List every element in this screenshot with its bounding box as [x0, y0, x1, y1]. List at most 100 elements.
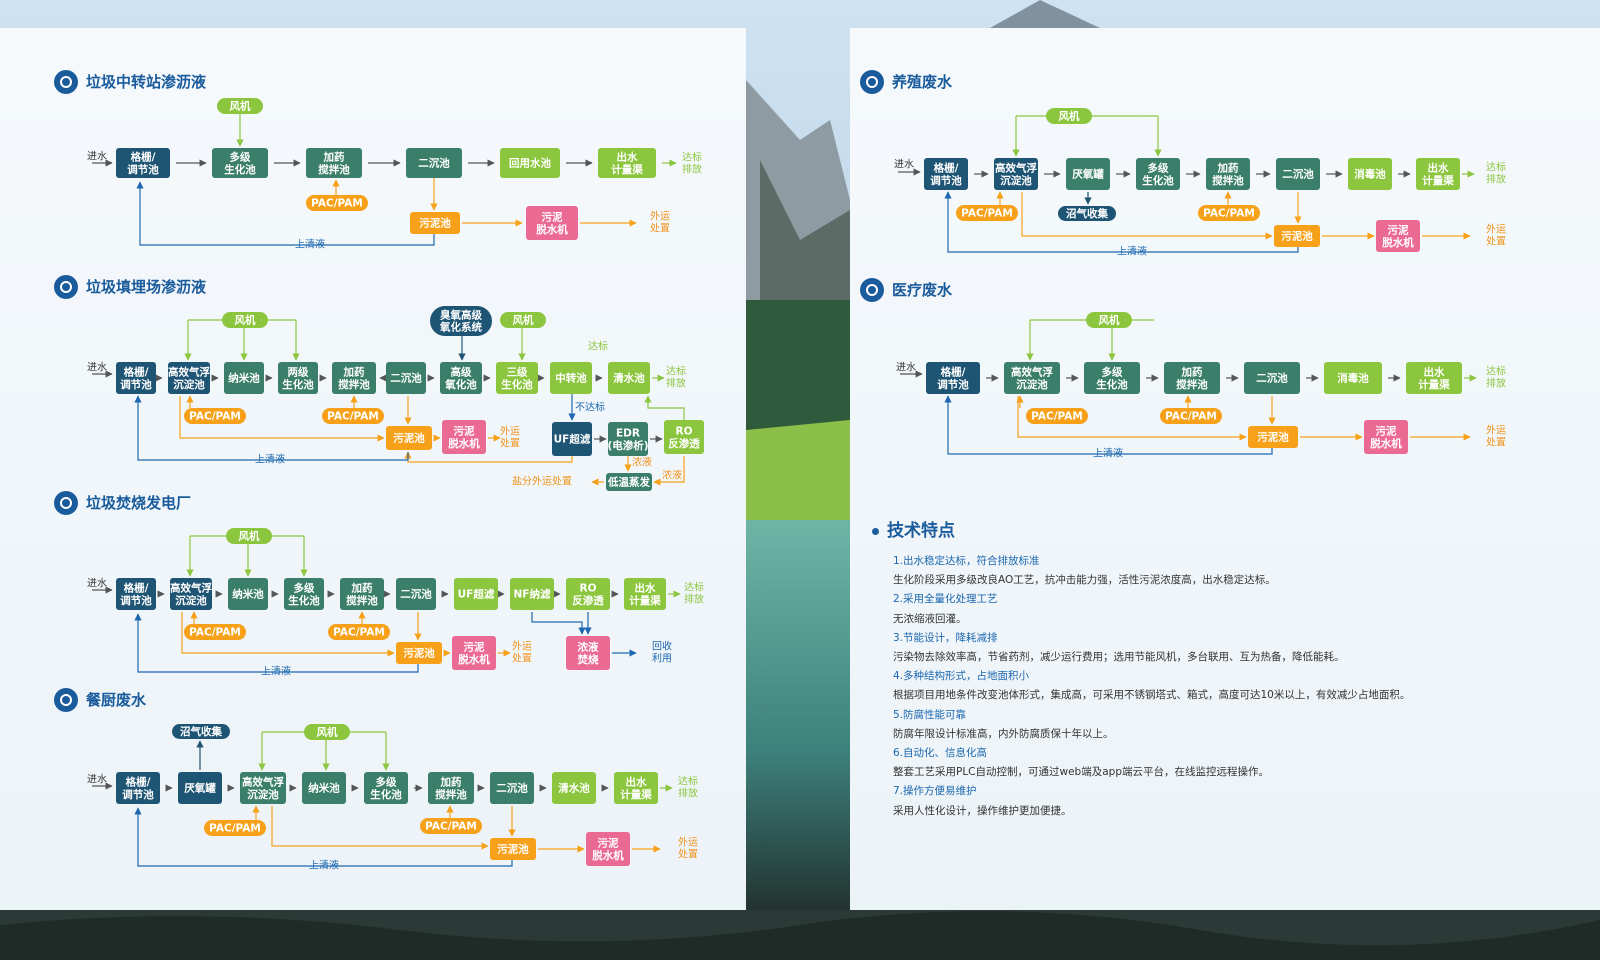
- node-label: 调节池: [122, 788, 154, 801]
- node-label: 加药: [343, 365, 365, 378]
- flow-label-text: 外运: [678, 837, 698, 849]
- process-node: 污泥脱水机: [1376, 220, 1420, 252]
- process-node: 消毒池: [1324, 362, 1382, 394]
- flow-label-text: 进水: [87, 578, 107, 590]
- process-node: 加药搅拌池: [1164, 362, 1220, 394]
- node-label: NF纳滤: [514, 588, 551, 601]
- process-node: EDR(电渗析): [607, 422, 648, 456]
- flow-connector: [648, 396, 684, 420]
- flow-label-text: 排放: [684, 593, 704, 606]
- input-pill: 风机: [217, 98, 263, 114]
- input-pill: 风机: [500, 312, 546, 328]
- tech-item-title: 4.多种结构形式，占地面积小: [893, 667, 1573, 686]
- pill-label: PAC/PAM: [189, 411, 241, 423]
- pill-label: 风机: [235, 314, 256, 327]
- node-label: 生化池: [1096, 378, 1128, 391]
- node-label: 搅拌池: [1176, 378, 1208, 391]
- node-label: 加药: [351, 581, 373, 594]
- flow-label-text: 浓液: [632, 456, 652, 469]
- flow-label-text: 进水: [87, 362, 107, 374]
- flow-label: 外运处置: [650, 211, 670, 235]
- process-node: 污泥池: [490, 838, 536, 860]
- node-label: 高效气浮: [1011, 365, 1053, 378]
- section-title: 垃圾填埋场渗沥液: [54, 275, 207, 299]
- node-label: 浓液: [578, 640, 599, 653]
- input-pill: 风机: [222, 312, 268, 328]
- node-label: 脱水机: [458, 653, 490, 666]
- section-title: 养殖废水: [860, 70, 953, 94]
- tech-item-title: 6.自动化、信息化高: [893, 744, 1573, 763]
- flow-label-text: 上清液: [295, 238, 325, 251]
- medical-icon: [860, 278, 884, 302]
- node-label: 调节池: [120, 594, 152, 607]
- tech-features-list: 1.出水稳定达标，符合排放标准 生化阶段采用多级改良AO工艺，抗冲击能力强，活性…: [893, 552, 1573, 821]
- node-label: 焚烧: [577, 653, 599, 666]
- node-label: 三级: [507, 365, 528, 378]
- node-label: 生化池: [370, 788, 402, 801]
- pill-label: 风机: [1099, 314, 1121, 327]
- flow-label-text: 处置: [500, 438, 520, 450]
- flow-label: 进水: [87, 774, 107, 786]
- node-label: 反渗透: [572, 594, 604, 607]
- process-node: 纳米池: [302, 772, 346, 804]
- flow-label: 外运处置: [1486, 425, 1506, 449]
- node-label: 二沉池: [400, 588, 432, 601]
- flow-label: 达标排放: [1486, 366, 1506, 390]
- node-label: 生化池: [501, 378, 533, 391]
- flow-label-text: 上清液: [1117, 245, 1147, 258]
- input-pill: PAC/PAM: [184, 624, 246, 640]
- process-node: 格栅/调节池: [116, 772, 160, 804]
- section-title: 垃圾中转站渗沥液: [54, 70, 207, 94]
- process-node: 两级生化池: [278, 362, 318, 394]
- node-label: 两级: [288, 365, 309, 378]
- recycle-icon: [54, 275, 78, 299]
- flow-label: 达标排放: [1486, 162, 1506, 186]
- node-label: 调节池: [120, 378, 152, 391]
- process-node: 二沉池: [406, 148, 462, 178]
- tech-item-desc: 防腐年限设计标准高，内外防腐质保十年以上。: [893, 725, 1573, 744]
- flow-label: 进水: [87, 362, 107, 374]
- flow-label-text: 上清液: [261, 665, 291, 678]
- pill-label: PAC/PAM: [1031, 411, 1083, 423]
- process-node: 污泥池: [410, 212, 460, 234]
- input-pill: PAC/PAM: [956, 205, 1018, 221]
- node-label: 低温蒸发: [607, 476, 650, 489]
- flow-label-text: 处置: [678, 849, 698, 861]
- pill-label: PAC/PAM: [1165, 411, 1217, 423]
- flow-label: 上清液: [255, 453, 285, 466]
- input-pill: PAC/PAM: [1026, 408, 1088, 424]
- flow-label: 上清液: [1093, 447, 1123, 460]
- section-title-text: 医疗废水: [892, 281, 953, 299]
- flow-label-text: 处置: [1486, 236, 1506, 248]
- flow-label-text: 外运: [1486, 224, 1506, 236]
- process-node: 清水池: [608, 362, 650, 394]
- node-label: 调节池: [930, 174, 962, 187]
- flow-label-text: 盐分外运处置: [512, 475, 572, 488]
- node-label: RO: [579, 582, 596, 594]
- node-label: 污泥: [542, 210, 563, 223]
- node-label: 搅拌池: [318, 163, 350, 176]
- flow-label: 上清液: [1117, 245, 1147, 258]
- process-node: 纳米池: [228, 578, 268, 610]
- tech-item-title: 2.采用全量化处理工艺: [893, 590, 1573, 609]
- flow-label: 进水: [894, 159, 914, 171]
- section-title-text: 餐厨废水: [86, 691, 147, 709]
- flow-connector: [138, 614, 418, 672]
- process-node: 二沉池: [490, 772, 534, 804]
- process-node: 格栅/调节池: [116, 362, 156, 394]
- node-label: 生化池: [1142, 174, 1174, 187]
- node-label: 多级: [1148, 161, 1170, 174]
- node-label: 脱水机: [448, 437, 480, 450]
- process-node: 二沉池: [1276, 158, 1320, 190]
- input-pill: PAC/PAM: [184, 408, 246, 424]
- node-label: 二沉池: [390, 372, 422, 385]
- process-node: 高级氧化池: [440, 362, 482, 394]
- flow-label-text: 进水: [894, 159, 914, 171]
- node-label: 反渗透: [668, 437, 700, 450]
- flow-label: 进水: [896, 362, 916, 374]
- node-label: 污泥池: [1281, 230, 1313, 243]
